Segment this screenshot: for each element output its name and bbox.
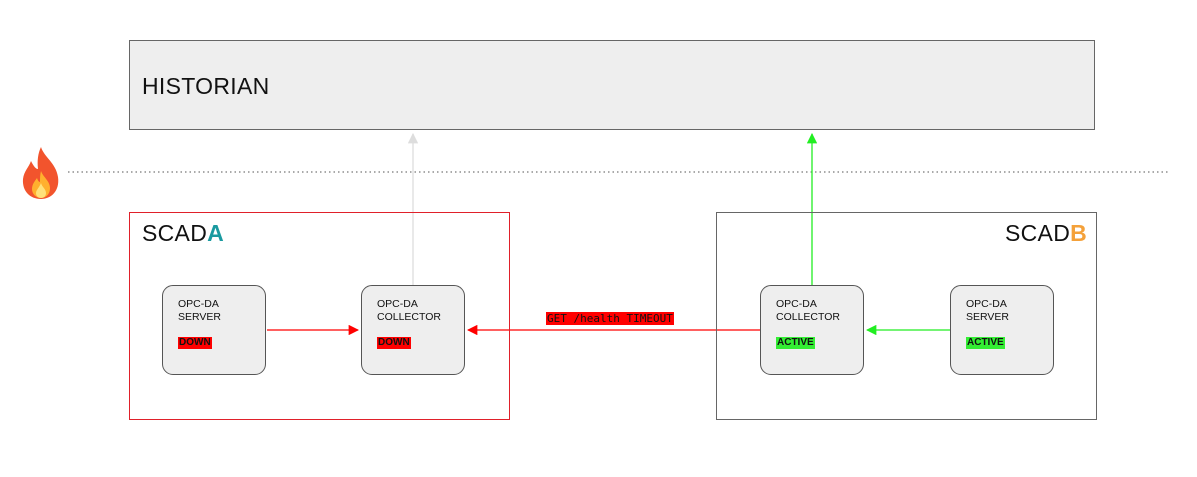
scada-a-title-main: SCAD	[142, 220, 208, 246]
scada-a-collector-label: OPC-DA COLLECTOR	[377, 298, 441, 323]
scada-b-server-node	[950, 285, 1054, 375]
scada-b-collector-status: ACTIVE	[776, 337, 815, 349]
scada-a-server-node	[162, 285, 266, 375]
scada-a-box	[129, 212, 510, 420]
scada-b-server-status: ACTIVE	[966, 337, 1005, 349]
scada-b-collector-label: OPC-DA COLLECTOR	[776, 298, 840, 323]
scada-a-server-status: DOWN	[178, 337, 212, 349]
scada-b-title-accent: B	[1070, 220, 1088, 246]
scada-b-server-label: OPC-DA SERVER	[966, 298, 1009, 323]
scada-a-title: SCADA	[142, 220, 224, 247]
scada-b-collector-node	[760, 285, 864, 375]
scada-a-title-accent: A	[207, 220, 225, 246]
scada-a-server-label: OPC-DA SERVER	[178, 298, 221, 323]
scada-a-collector-status: DOWN	[377, 337, 411, 349]
scada-b-title-main: SCAD	[1005, 220, 1071, 246]
historian-box	[129, 40, 1095, 130]
historian-label: HISTORIAN	[142, 73, 270, 99]
scada-a-collector-node	[361, 285, 465, 375]
scada-b-box	[716, 212, 1097, 420]
health-check-label: GET /health TIMEOUT	[546, 312, 674, 325]
fire-icon	[18, 145, 64, 206]
scada-b-title: SCADB	[1005, 220, 1087, 247]
